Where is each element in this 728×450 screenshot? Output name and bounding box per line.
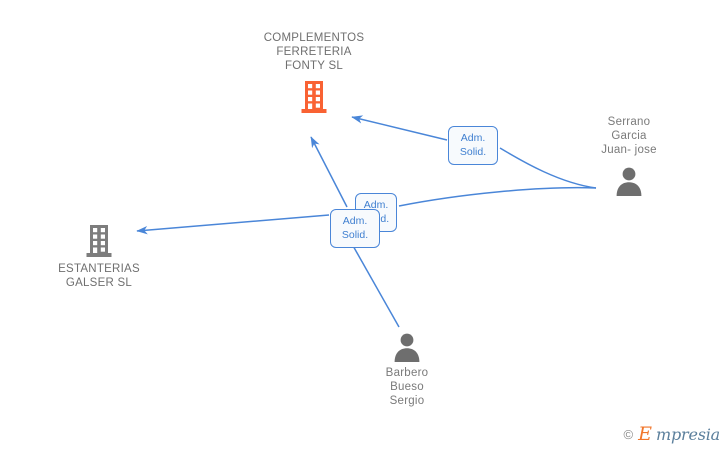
brand-initial: E: [638, 423, 652, 445]
edge-barbero-to-fonty-top: [310, 136, 348, 208]
node-company-main-label-line2: FERRETERIA: [276, 46, 352, 58]
relation-label-adm-solid-serrano-fonty[interactable]: Adm. Solid.: [448, 126, 498, 165]
node-company-main-label-line1: COMPLEMENTOS: [263, 32, 365, 44]
node-person-bottom-label-line1: Barbero: [385, 367, 429, 379]
node-company-complementos-ferreteria-fonty[interactable]: COMPLEMENTOS FERRETERIA FONTY SL: [234, 31, 394, 114]
node-company-main-label-line3: FONTY SL: [284, 60, 344, 72]
edge-serrano-to-fonty-left: [351, 115, 448, 141]
node-person-right-label: Serrano Garcia Juan- jose: [562, 115, 696, 157]
node-company-secondary-label-line2: GALSER SL: [65, 277, 133, 289]
node-person-bottom-label: Barbero Bueso Sergio: [352, 366, 462, 408]
empresia-watermark: © E mpresia: [623, 423, 721, 445]
node-person-bottom-label-line3: Sergio: [389, 395, 425, 407]
relation-label-line2: Solid.: [459, 146, 487, 158]
node-person-bottom-label-line2: Bueso: [390, 381, 424, 393]
building-icon[interactable]: [85, 224, 113, 258]
edge-serrano-to-galser-left: [136, 214, 330, 235]
node-person-right-label-line1: Serrano: [607, 116, 651, 128]
person-icon[interactable]: [392, 332, 422, 362]
person-icon[interactable]: [614, 166, 644, 196]
node-person-right-label-line2: Garcia: [611, 130, 647, 142]
node-company-main-label: COMPLEMENTOS FERRETERIA FONTY SL: [234, 31, 394, 73]
node-person-serrano-garcia-juan-jose[interactable]: Serrano Garcia Juan- jose: [562, 115, 696, 196]
node-company-secondary-label-line1: ESTANTERIAS: [58, 263, 140, 275]
brand-name: mpresia: [656, 424, 720, 444]
relation-label-adm-solid-barbero-fonty[interactable]: Adm. Solid.: [330, 209, 380, 248]
building-icon[interactable]: [300, 80, 328, 114]
node-person-right-label-line3: Juan- jose: [601, 144, 657, 156]
edge-barbero-to-fonty-bottom: [351, 243, 400, 328]
relation-label-line1: Adm.: [363, 199, 389, 211]
node-company-estanterias-galser[interactable]: ESTANTERIAS GALSER SL: [34, 224, 164, 290]
node-company-secondary-label: ESTANTERIAS GALSER SL: [34, 262, 164, 290]
node-person-barbero-bueso-sergio[interactable]: Barbero Bueso Sergio: [352, 332, 462, 408]
copyright-icon: ©: [623, 427, 634, 442]
relation-label-line2: Solid.: [341, 229, 369, 241]
relation-label-line1: Adm.: [460, 132, 486, 144]
relation-label-line1: Adm.: [342, 215, 368, 227]
